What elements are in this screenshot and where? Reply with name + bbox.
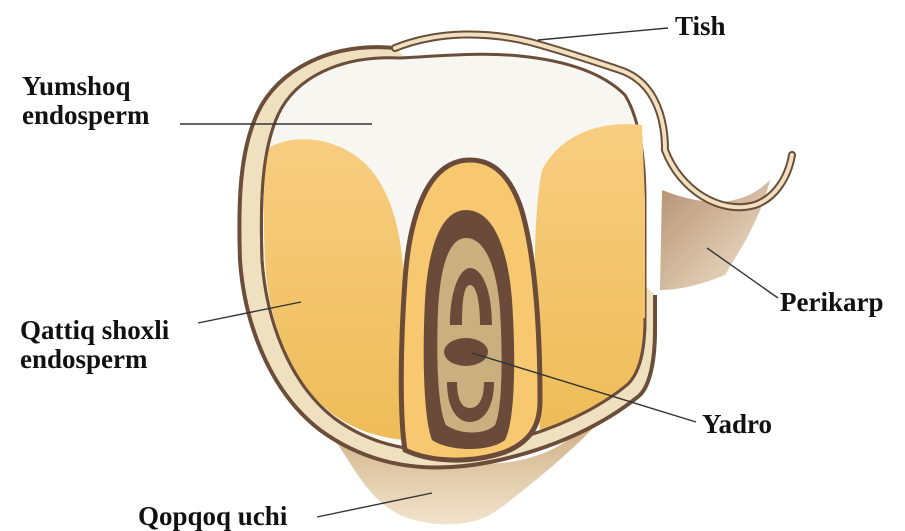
label-yumshoq-line2: endosperm	[22, 101, 150, 130]
pericarp-flap	[660, 180, 770, 290]
label-tish: Tish	[675, 12, 726, 41]
leader-tish	[538, 28, 668, 40]
label-yadro: Yadro	[702, 410, 772, 439]
label-yumshoq-endosperm: Yumshoq endosperm	[22, 72, 150, 130]
label-qopqoq-uchi: Qopqoq uchi	[138, 502, 287, 531]
germ-inner-tan	[437, 238, 501, 433]
label-qattiq-line2: endosperm	[20, 345, 169, 374]
nucleus	[444, 338, 488, 366]
label-perikarp: Perikarp	[780, 288, 883, 317]
label-qattiq-line1: Qattiq shoxli	[20, 316, 169, 345]
label-yumshoq-line1: Yumshoq	[22, 72, 150, 101]
label-qattiq-shoxli-endosperm: Qattiq shoxli endosperm	[20, 316, 169, 374]
